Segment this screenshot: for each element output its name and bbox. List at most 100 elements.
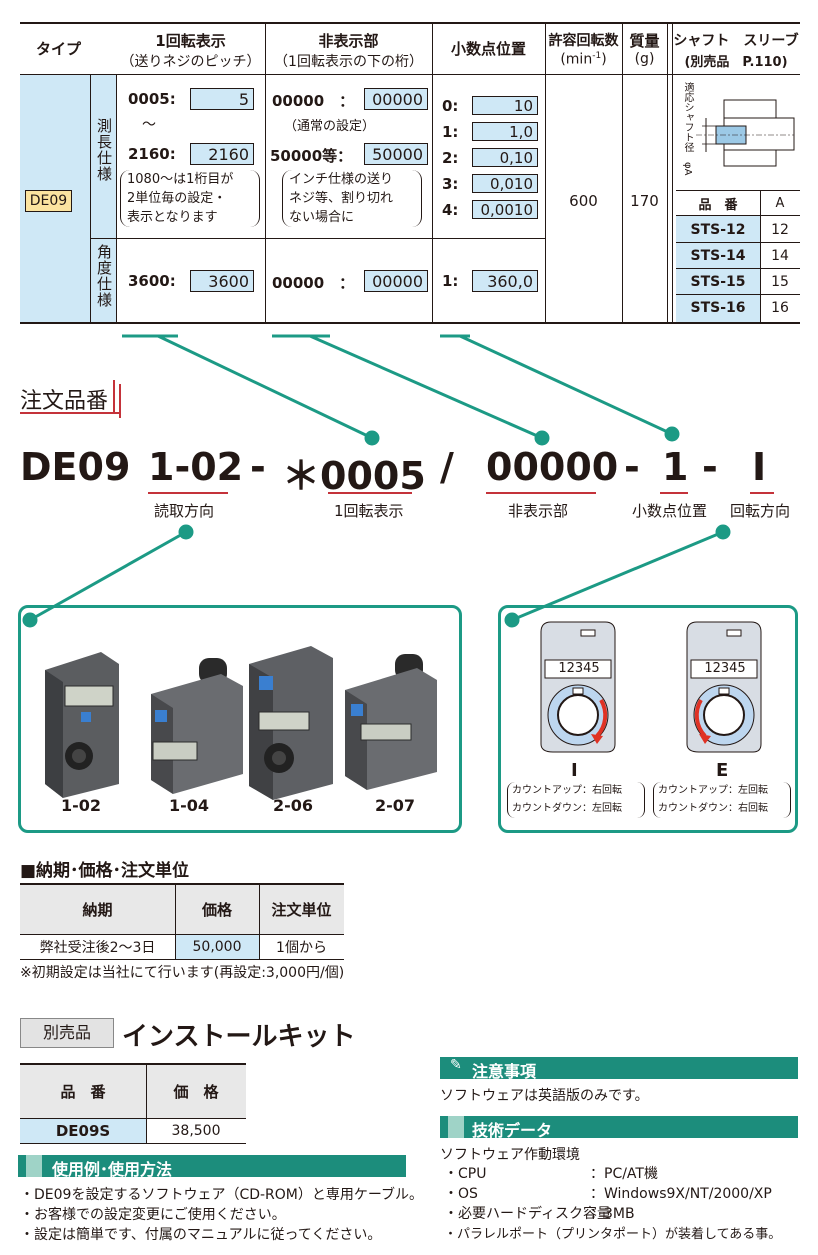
shaft-a: 14 — [771, 247, 789, 264]
pricing-unit: 1個から — [276, 940, 327, 956]
pricing-title: ■納期･価格･注文単位 — [20, 861, 190, 881]
decimal-value: 0,10 — [472, 148, 538, 167]
rotation-i-down: カウントダウン：左回転 — [512, 803, 622, 814]
hidden-row1-label: 00000 ： — [272, 92, 355, 110]
angle-rev-label: 3600: — [128, 272, 176, 290]
rotation-e-down: カウントダウン：右回転 — [658, 803, 768, 814]
rotation-diagrams — [540, 621, 762, 753]
rev-note-l1: 1080～は1桁目が — [127, 172, 234, 187]
hidden-row2-value: 50000 — [364, 143, 428, 165]
usage-item: ・設定は簡単です、付属のマニュアルに従ってください。 — [20, 1227, 382, 1243]
product-2-07-image — [345, 654, 437, 790]
product-images — [45, 646, 437, 800]
hidden-note-l1: インチ仕様の送り — [289, 172, 394, 187]
pricing-note: ※初期設定は当社にて行います(再設定:3,000円/個) — [20, 965, 345, 981]
order-dash2: - — [624, 445, 640, 489]
tech-key: ・必要ハードディスク容量 — [444, 1206, 612, 1222]
caution-title: 注意事項 — [472, 1062, 537, 1081]
header-type: タイプ — [36, 40, 82, 58]
tech-value: ：Windows9X/NT/2000/XP — [590, 1186, 772, 1202]
shaft-a: 16 — [771, 299, 789, 316]
install-tag: 別売品 — [20, 1018, 114, 1048]
rpm-value: 600 — [569, 192, 598, 210]
shaft-a: 12 — [771, 221, 789, 238]
header-rev-display-l1: 1回転表示 — [155, 32, 226, 50]
rotation-i-up: カウントアップ：右回転 — [512, 785, 622, 796]
tech-key: ・OS — [444, 1186, 478, 1202]
decimal-label: 1: — [442, 123, 459, 141]
rev-row2-label: 2160: — [128, 145, 176, 163]
product-1-04-image — [151, 658, 243, 794]
pricing-header-delivery: 納期 — [82, 900, 113, 919]
order-direction-code: 1-02 — [148, 445, 244, 489]
rev-note-l3: 表示となります — [127, 210, 218, 225]
product-label: 1-02 — [61, 796, 102, 815]
usage-item: ・お客様での設定変更にご使用ください。 — [20, 1207, 286, 1223]
pricing-delivery: 弊社受注後2～3日 — [39, 940, 156, 956]
usage-title: 使用例･使用方法 — [52, 1160, 173, 1179]
angle-hidden-value: 00000 — [364, 270, 428, 292]
sleeve-diagram-icon — [696, 99, 795, 167]
decimal-label: 3: — [442, 175, 459, 193]
decimal-value: 1,0 — [472, 122, 538, 141]
rotation-e-diagram — [686, 621, 762, 753]
hidden-row2-label: 50000等： — [270, 147, 353, 165]
tech-value: ：3MB — [590, 1206, 635, 1222]
shaft-col-a: A — [775, 195, 785, 211]
pricing-price: 50,000 — [192, 939, 242, 955]
decimal-label: 4: — [442, 201, 459, 219]
header-mass-l1: 質量 — [629, 32, 660, 50]
install-price: 38,500 — [171, 1123, 221, 1139]
header-hidden-l2: （1回転表示の下の桁） — [274, 54, 423, 70]
product-frame: 1-02 1-04 2-06 2-07 — [18, 605, 462, 833]
header-rpm-l2: (min-1) — [560, 51, 607, 68]
angle-hidden-label: 00000 ： — [272, 274, 355, 292]
decimal-label: 2: — [442, 149, 459, 167]
shaft-drawing: 適応シャフト径 φA — [676, 78, 798, 188]
shaft-a: 15 — [771, 273, 789, 290]
rotation-frame: 12345 12345 I E カウントアップ：右回転 カウントダウン：左回転 … — [498, 605, 798, 833]
install-header-price: 価 格 — [173, 1082, 219, 1101]
rev-row1-label: 0005: — [128, 90, 176, 108]
install-part: DE09S — [55, 1122, 111, 1140]
header-decimal: 小数点位置 — [450, 40, 526, 58]
rev-note-l2: 2単位毎の設定・ — [127, 191, 227, 206]
install-header-part: 品 番 — [60, 1082, 106, 1101]
rev-row1-value: 5 — [190, 88, 254, 110]
usage-item: ・DE09を設定するソフトウェア（CD-ROM）と専用ケーブル。 — [20, 1187, 424, 1203]
label-rev: 1回転表示 — [334, 502, 404, 520]
install-title: インストールキット — [122, 1022, 356, 1052]
decimal-value: 0,010 — [472, 174, 538, 193]
pricing-header-unit: 注文単位 — [271, 900, 332, 919]
product-2-06-image — [249, 646, 333, 800]
order-title: 注文品番 — [20, 389, 109, 414]
product-label: 2-07 — [375, 796, 416, 815]
order-model: DE09 — [20, 445, 131, 489]
label-hidden: 非表示部 — [508, 502, 569, 520]
shaft-dim-label: 適応シャフト径 φA — [682, 82, 693, 176]
header-shaft-l1: シャフト スリーブ — [673, 33, 799, 49]
order-slash: / — [440, 445, 454, 489]
order-dash1: - — [250, 445, 266, 489]
tech-heading: ソフトウェア作動環境 — [440, 1147, 580, 1163]
header-shaft-l2: (別売品 P.110) — [684, 55, 788, 70]
shaft-part: STS-16 — [690, 299, 746, 316]
length-spec-label: 測長仕様 — [95, 118, 113, 182]
tech-value: ：PC/AT機 — [590, 1166, 658, 1182]
product-label: 1-04 — [169, 796, 210, 815]
product-label: 2-06 — [273, 796, 314, 815]
rotation-i-display: 12345 — [558, 661, 600, 676]
rotation-i-code: I — [571, 760, 578, 781]
pricing-header-price: 価格 — [201, 900, 232, 919]
order-star-code: ＊0005 — [282, 454, 426, 498]
decimal-value: 10 — [472, 96, 538, 115]
header-rev-display-l2: （送りネジのピッチ） — [120, 54, 261, 70]
hidden-note-l2: ネジ等、割り切れ — [289, 191, 394, 206]
shaft-part: STS-15 — [690, 273, 746, 290]
caution-text: ソフトウェアは英語版のみです。 — [440, 1088, 649, 1104]
order-decimal-code: 1 — [662, 445, 689, 489]
rev-row2-value: 2160 — [190, 143, 254, 165]
rev-tilde: ～ — [142, 117, 156, 133]
label-rotation: 回転方向 — [730, 502, 791, 520]
label-direction: 読取方向 — [154, 502, 215, 520]
